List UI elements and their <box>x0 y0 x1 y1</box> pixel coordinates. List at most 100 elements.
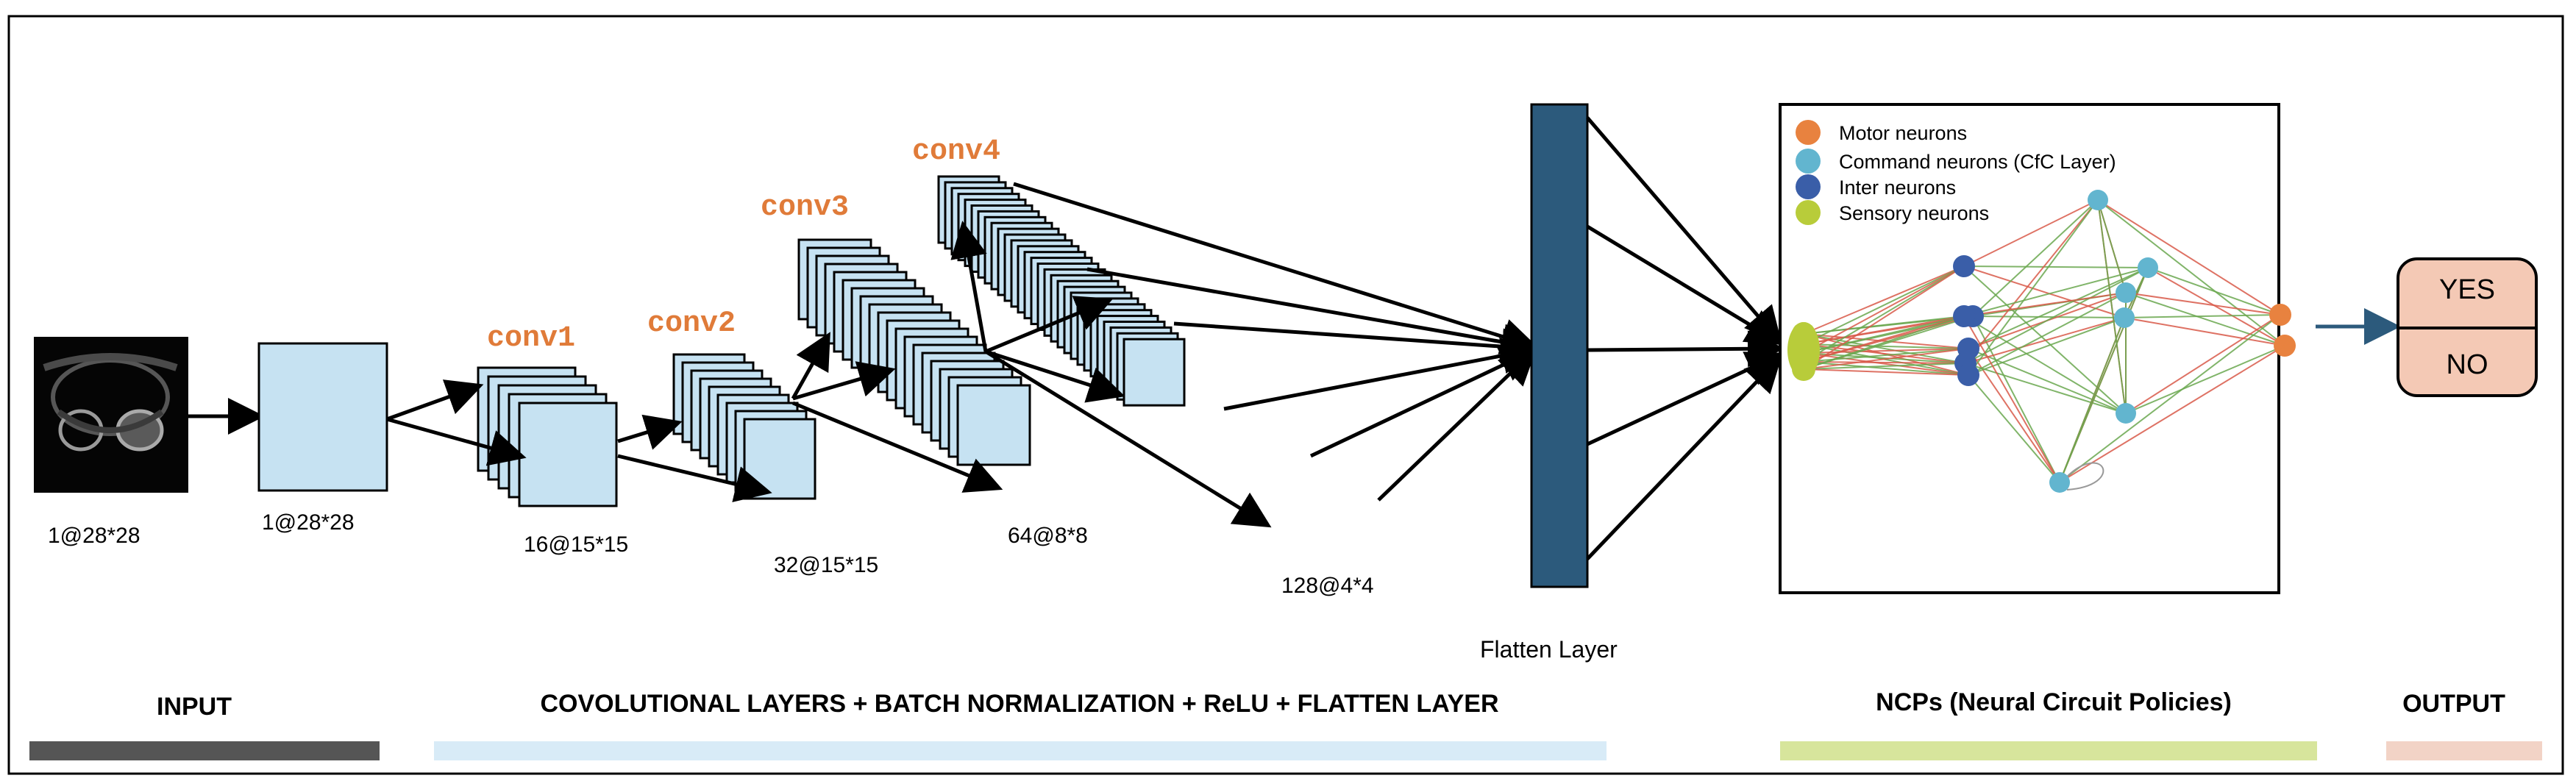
ncp-synapse <box>1972 199 2099 317</box>
output-no-label: NO <box>2447 349 2488 380</box>
ncp-synapse <box>1965 199 2099 364</box>
command-neuron <box>2088 190 2108 210</box>
inter-neuron <box>1957 364 1979 386</box>
ncp-synapse <box>1963 199 2099 267</box>
ncp-synapse <box>1963 290 2127 317</box>
ncp-synapse <box>1968 348 2060 483</box>
outer-frame <box>7 15 2564 775</box>
conv2-size-label: 32@15*15 <box>774 553 878 577</box>
conv4-size-label: 128@4*4 <box>1281 574 1374 598</box>
input-size-label: 1@28*28 <box>48 524 140 548</box>
legend-sensory-dot <box>1796 200 1821 225</box>
legend-command-dot <box>1796 149 1821 174</box>
ncp-synapse <box>1963 265 2125 319</box>
ncp-synapse <box>1803 265 1965 354</box>
ncp-synapse <box>1968 316 2125 376</box>
section-conv-bar <box>434 741 1607 760</box>
ncp-synapse <box>2059 345 2285 483</box>
section-ncp-title: NCPs (Neural Circuit Policies) <box>1876 688 2232 716</box>
ncp-synapse <box>1803 352 1969 378</box>
inter-neuron <box>1953 255 1975 277</box>
ncp-network-graph <box>1787 190 2296 493</box>
output-yes-label: YES <box>2439 274 2495 305</box>
ncp-synapse <box>1972 315 2060 483</box>
inter-neuron <box>1953 305 1975 327</box>
ncp-synapse <box>1963 265 2149 317</box>
input-block-size-label: 1@28*28 <box>262 510 355 535</box>
motor-neuron <box>2269 304 2291 326</box>
ncp-synapse <box>1963 315 2127 414</box>
ncp-synapse <box>1803 315 1965 370</box>
input-image <box>34 337 188 493</box>
legend-inter-label: Inter neurons <box>1839 176 1956 199</box>
conv3-map <box>956 384 1031 466</box>
ncp-synapse <box>1968 348 2127 415</box>
ncp-synapse <box>1803 265 1965 363</box>
flatten-layer-label: Flatten Layer <box>1480 636 1618 663</box>
ncp-synapse <box>1965 267 2149 364</box>
conv4-map <box>1122 338 1186 407</box>
motor-neuron <box>2274 335 2296 357</box>
conv1-feature-maps <box>477 366 618 507</box>
conv3-size-label: 64@8*8 <box>1008 524 1088 548</box>
sensory-neuron <box>1792 357 1815 381</box>
ncp-synapse <box>1968 199 2099 376</box>
conv3-feature-maps <box>797 238 1031 466</box>
conv2-feature-maps <box>672 353 816 500</box>
section-input-title: INPUT <box>157 693 232 721</box>
command-neuron <box>2114 307 2135 328</box>
ncp-synapse <box>2059 314 2281 483</box>
ncp-synapse <box>2059 317 2126 483</box>
ncp-synapse <box>2125 292 2285 347</box>
command-neuron <box>2049 472 2070 493</box>
ncp-synapse <box>2147 267 2281 316</box>
ncp-synapse <box>1972 314 2125 321</box>
ncp-synapse <box>1803 265 1965 335</box>
legend-motor-dot <box>1796 120 1821 145</box>
legend-motor-label: Motor neurons <box>1839 122 1967 144</box>
ncp-synapse <box>1803 368 1969 378</box>
section-ncp-bar <box>1780 741 2317 760</box>
conv4-label: conv4 <box>912 135 1000 168</box>
ncp-synapse <box>1965 316 2125 364</box>
flatten-layer-bar <box>1530 103 1589 588</box>
legend-inter-dot <box>1796 174 1821 199</box>
section-output-bar <box>2386 741 2542 760</box>
command-neuron <box>2138 257 2158 278</box>
ncp-synapse <box>1968 292 2127 376</box>
conv3-label: conv3 <box>761 191 849 224</box>
command-neuron <box>2116 403 2136 424</box>
ncp-synapse <box>1803 265 1965 370</box>
ncp-synapse <box>2125 345 2285 414</box>
ncp-synapse <box>2096 199 2127 293</box>
ncp-synapse <box>1963 315 2060 483</box>
ncp-synapse <box>2147 267 2285 346</box>
ncp-synapse <box>1963 264 2149 271</box>
ncp-synapse <box>1803 315 1965 363</box>
ncp-legend: Motor neurons Command neurons (CfC Layer… <box>1796 120 2116 225</box>
section-input-bar <box>29 741 380 760</box>
ncp-self-loop <box>2066 462 2104 491</box>
section-conv-title: COVOLUTIONAL LAYERS + BATCH NORMALIZATIO… <box>540 690 1498 718</box>
legend-command-label: Command neurons (CfC Layer) <box>1839 151 2116 173</box>
ncp-synapse <box>2095 199 2127 414</box>
conv1-size-label: 16@15*15 <box>524 532 628 557</box>
ncp-synapse <box>1803 361 1969 378</box>
ncp-synapse <box>1803 265 1965 345</box>
ncp-synapse <box>2125 314 2281 414</box>
connection-arrows <box>386 182 1539 528</box>
ncp-synapse <box>1803 314 1965 354</box>
legend-sensory-label: Sensory neurons <box>1839 202 1989 224</box>
ncp-synapse <box>1803 360 1966 370</box>
ncp-synapse <box>2124 312 2281 318</box>
input-block <box>257 342 388 492</box>
ncp-synapse <box>1803 346 1969 370</box>
ncp-synapse <box>1965 363 2127 415</box>
command-neuron <box>2116 282 2136 303</box>
ncp-synapse <box>2124 317 2285 348</box>
conv2-map <box>743 418 816 500</box>
section-output-title: OUTPUT <box>2402 690 2505 718</box>
conv2-label: conv2 <box>647 307 736 340</box>
ncp-synapse <box>1803 360 1966 366</box>
